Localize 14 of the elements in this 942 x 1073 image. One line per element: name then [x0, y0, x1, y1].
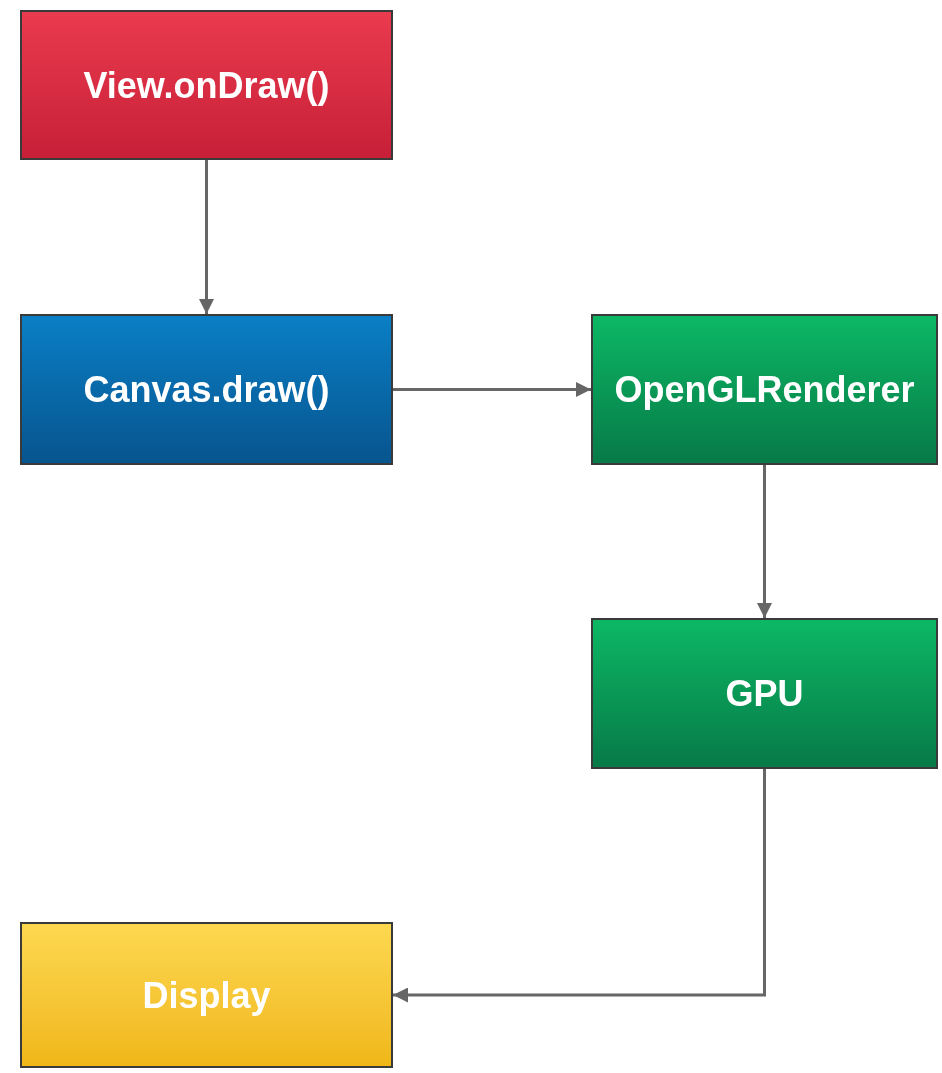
process-box — [591, 618, 938, 769]
process-box — [20, 922, 393, 1068]
box-label: Display — [142, 973, 271, 1018]
box-label: OpenGLRenderer — [614, 368, 915, 412]
process-box — [20, 314, 393, 465]
arrow — [757, 465, 772, 618]
arrow — [393, 382, 591, 397]
process-box — [591, 314, 938, 465]
box-label: Canvas.draw() — [83, 368, 330, 412]
process-box — [20, 10, 393, 160]
arrow — [393, 769, 766, 1003]
box-label: GPU — [725, 672, 804, 716]
box-label: View.onDraw() — [83, 63, 330, 108]
arrow — [199, 160, 214, 314]
